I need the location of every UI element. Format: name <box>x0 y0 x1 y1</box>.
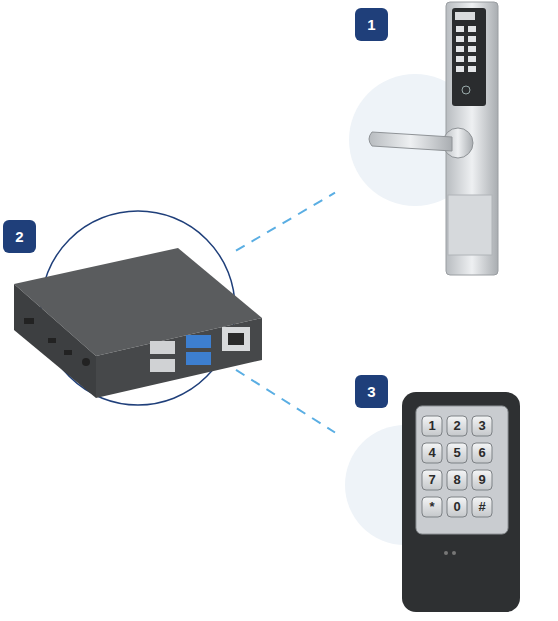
callout-number: 2 <box>3 220 36 253</box>
callout-number: 1 <box>355 8 388 41</box>
dashed-connector <box>236 370 335 433</box>
device-group: 1 <box>335 0 515 280</box>
hub-device <box>14 248 262 398</box>
key-label: 3 <box>472 416 492 436</box>
key-label: 8 <box>447 470 467 490</box>
dashed-connector <box>236 193 335 251</box>
device-group: 2 <box>40 210 236 406</box>
device-group: 3 <box>335 370 525 615</box>
key-label: 1 <box>422 416 442 436</box>
keypad-reader <box>402 392 520 612</box>
key-label: 9 <box>472 470 492 490</box>
key-label: 4 <box>422 443 442 463</box>
key-label: 6 <box>472 443 492 463</box>
key-label: 5 <box>447 443 467 463</box>
key-label: 7 <box>422 470 442 490</box>
callout-number: 3 <box>355 375 388 408</box>
key-label: 0 <box>447 497 467 517</box>
key-label: 2 <box>447 416 467 436</box>
door-lock <box>369 2 498 275</box>
key-label: * <box>422 497 442 517</box>
key-label: # <box>472 497 492 517</box>
